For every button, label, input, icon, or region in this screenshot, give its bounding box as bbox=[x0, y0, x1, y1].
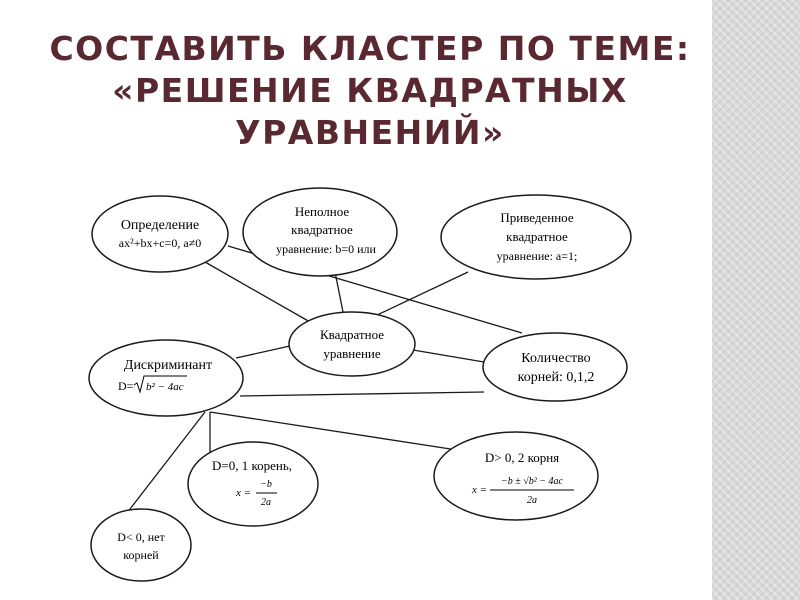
reduced-line-2: квадратное bbox=[506, 229, 568, 244]
node-center-shape bbox=[288, 311, 416, 377]
node-incomplete: Неполное квадратное уравнение: b=0 или bbox=[276, 204, 376, 256]
d-positive-line-1: D> 0, 2 корня bbox=[485, 450, 559, 465]
node-discriminant-shape bbox=[88, 339, 244, 417]
node-d-negative: D< 0, нет корней bbox=[117, 530, 165, 562]
title-line-1: СОСТАВИТЬ КЛАСТЕР ПО ТЕМЕ: bbox=[49, 29, 691, 68]
d-zero-numerator: −b bbox=[260, 479, 272, 490]
edge-center-roots bbox=[412, 349, 485, 363]
node-definition: Определение ax²+bx+c=0, a≠0 bbox=[119, 218, 201, 250]
node-discriminant: Дискриминант D= b² − 4ac bbox=[118, 358, 212, 394]
node-shapes bbox=[88, 187, 632, 582]
node-d-positive-shape bbox=[433, 431, 599, 521]
discriminant-line-1: Дискриминант bbox=[124, 358, 212, 373]
node-d-zero: D=0, 1 корень, x = −b 2a bbox=[212, 458, 292, 508]
roots-count-line-2: корней: 0,1,2 bbox=[518, 370, 595, 385]
node-d-positive: D> 0, 2 корня x = −b ± √b² − 4ac 2a bbox=[471, 450, 574, 506]
node-roots-count-shape bbox=[482, 332, 628, 402]
incomplete-line-3: уравнение: b=0 или bbox=[276, 242, 376, 256]
reduced-line-3: уравнение: a=1; bbox=[497, 249, 578, 263]
d-positive-denominator: 2a bbox=[527, 495, 537, 506]
discriminant-formula-lhs: D= bbox=[118, 379, 134, 393]
edge-discriminant-dpositive bbox=[209, 411, 471, 453]
incomplete-line-2: квадратное bbox=[291, 222, 353, 237]
edge-discriminant-roots bbox=[239, 391, 485, 397]
d-zero-denominator: 2a bbox=[261, 497, 271, 508]
node-center: Квадратное уравнение bbox=[320, 327, 384, 361]
d-positive-numerator: −b ± √b² − 4ac bbox=[501, 476, 563, 487]
title-line-2: «РЕШЕНИЕ КВАДРАТНЫХ bbox=[112, 71, 628, 110]
node-roots-count: Количество корней: 0,1,2 bbox=[518, 351, 595, 385]
decorative-side-strip bbox=[712, 0, 800, 600]
incomplete-line-1: Неполное bbox=[295, 204, 350, 219]
center-line-2: уравнение bbox=[323, 346, 381, 361]
edge-reduced-center bbox=[374, 271, 469, 317]
node-reduced: Приведенное квадратное уравнение: a=1; bbox=[497, 210, 578, 263]
d-positive-x-eq: x = bbox=[471, 484, 487, 496]
center-line-1: Квадратное bbox=[320, 327, 384, 342]
node-reduced-shape bbox=[440, 194, 632, 280]
node-d-zero-shape bbox=[187, 441, 319, 527]
node-incomplete-shape bbox=[242, 187, 398, 277]
reduced-line-1: Приведенное bbox=[500, 210, 573, 225]
roots-count-line-1: Количество bbox=[521, 351, 590, 366]
edge-discriminant-dnegative bbox=[119, 411, 206, 523]
definition-line-1: Определение bbox=[121, 218, 199, 233]
sqrt-icon bbox=[133, 375, 187, 394]
title-line-3: УРАВНЕНИЙ» bbox=[235, 113, 505, 152]
d-negative-line-2: корней bbox=[123, 548, 159, 562]
definition-line-2: ax²+bx+c=0, a≠0 bbox=[119, 236, 201, 250]
discriminant-formula-rhs: b² − 4ac bbox=[146, 381, 184, 393]
d-negative-line-1: D< 0, нет bbox=[117, 530, 165, 544]
edge-definition-center bbox=[204, 261, 311, 323]
d-zero-line-1: D=0, 1 корень, bbox=[212, 458, 292, 473]
d-zero-x-eq: x = bbox=[235, 487, 251, 499]
node-definition-shape bbox=[91, 195, 229, 273]
node-d-negative-shape bbox=[90, 508, 192, 582]
page-title: СОСТАВИТЬ КЛАСТЕР ПО ТЕМЕ: «РЕШЕНИЕ КВАД… bbox=[40, 28, 700, 154]
edge-discriminant-center bbox=[235, 345, 291, 359]
